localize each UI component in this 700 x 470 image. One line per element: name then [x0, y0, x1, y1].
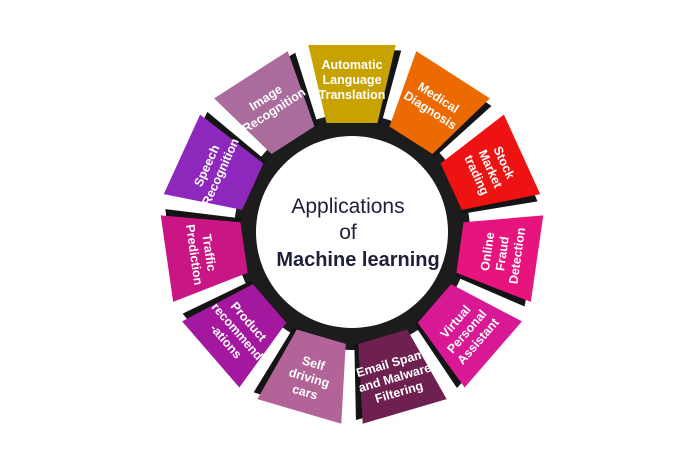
segment-block	[257, 329, 346, 424]
segment-label: Selfdrivingcars	[283, 351, 335, 405]
segment-speech-recognition: SpeechRecognition	[163, 111, 266, 210]
center-title-line2: of	[339, 221, 357, 244]
segment-block	[182, 284, 287, 388]
segment-image-recognition: ImageRecognition	[214, 51, 319, 155]
segment-email-spam-and-malware-filtering: Email Spamand MalwareFiltering	[354, 329, 447, 424]
segment-block	[456, 215, 544, 302]
segment-label-line: Automatic	[321, 58, 382, 72]
center-disc	[256, 136, 448, 328]
segment-virtual-personal-assistant: VirtualPersonalAssistant	[414, 284, 522, 388]
segment-block	[160, 215, 248, 302]
segment-block	[389, 51, 490, 155]
segment-block	[214, 51, 315, 155]
segment-medical-diagnosis: MedicalDiagnosis	[389, 51, 492, 157]
segment-label-line: Fraud	[493, 235, 512, 271]
segment-label-line: Traffic	[199, 233, 218, 272]
segment-label-line: cars	[291, 382, 320, 403]
segment-block	[440, 114, 541, 210]
segment-label-line: Self	[300, 354, 327, 374]
segment-block	[308, 45, 396, 123]
segment-online-fraud-detection: OnlineFraudDetection	[454, 215, 544, 307]
segment-label-line: Language	[322, 73, 381, 87]
center-title-line3: Machine learning	[276, 249, 439, 271]
segment-block	[358, 329, 447, 424]
segment-stock-market-trading: StockMarkettrading	[440, 114, 541, 214]
segment-product-recommend-ations: Productrecommend-ations	[182, 280, 287, 388]
segment-block	[163, 114, 264, 210]
segment-label-line: Translation	[319, 88, 386, 102]
segment-label-line: Online	[478, 231, 497, 272]
segment-traffic-prediction: TrafficPrediction	[160, 209, 248, 302]
segment-block	[417, 284, 522, 388]
segment-self-driving-cars: Selfdrivingcars	[253, 327, 346, 424]
center-title-line1: Applications	[291, 195, 404, 218]
